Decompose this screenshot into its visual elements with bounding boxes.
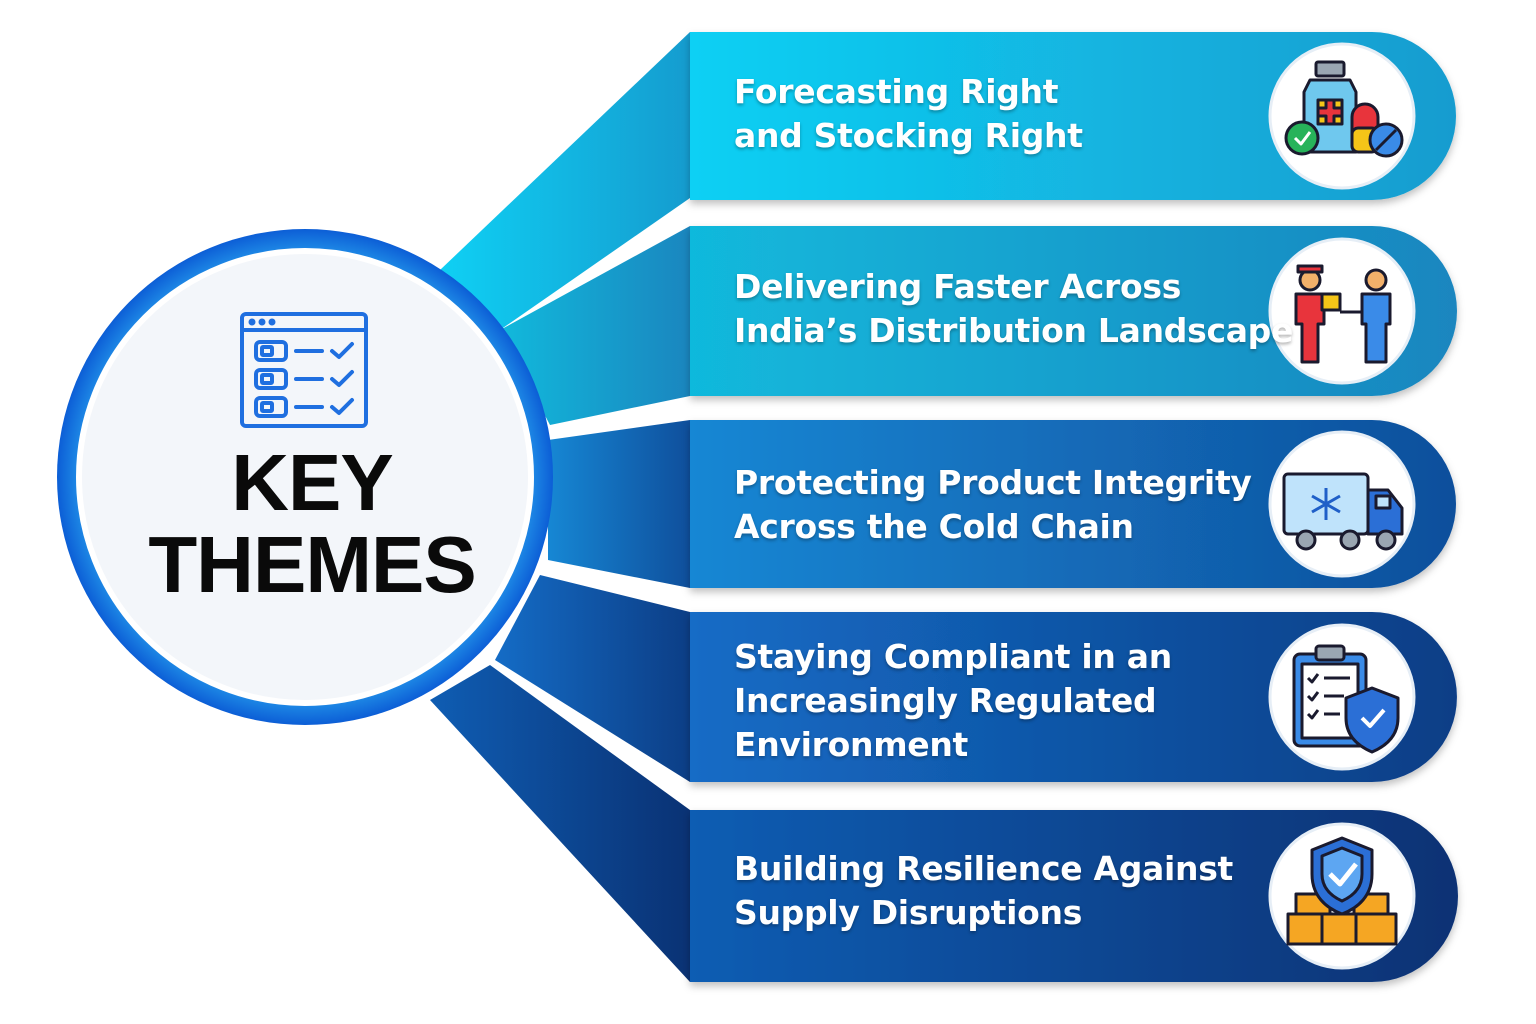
theme-5-line-1: Building Resilience Against (734, 849, 1234, 888)
theme-5-line-2: Supply Disruptions (734, 893, 1083, 932)
theme-label-compliant: Staying Compliant in an Increasingly Reg… (734, 635, 1254, 767)
theme-bar-3 (690, 420, 1456, 588)
theme-4-line-1: Staying Compliant in an (734, 637, 1172, 676)
theme-bar-1 (690, 32, 1456, 200)
hub-title-line-2: THEMES (148, 520, 476, 609)
compliance-clipboard-shield-icon (1292, 644, 1400, 754)
hub-circle (57, 229, 553, 725)
theme-label-delivering: Delivering Faster Across India’s Distrib… (734, 265, 1294, 353)
theme-3-line-1: Protecting Product Integrity (734, 463, 1252, 502)
theme-1-line-1: Forecasting Right (734, 72, 1059, 111)
delivery-handover-icon (1294, 264, 1392, 364)
theme-label-forecasting: Forecasting Right and Stocking Right (734, 70, 1254, 158)
connector-fans (430, 32, 690, 982)
theme-2-line-2: India’s Distribution Landscape (734, 311, 1294, 350)
shield-boxes-icon (1286, 836, 1398, 946)
theme-bar-2 (690, 226, 1457, 396)
medicine-stock-icon (1284, 60, 1404, 158)
hub-title-line-1: KEY (231, 438, 394, 527)
theme-bar-5 (690, 810, 1458, 982)
theme-label-resilience: Building Resilience Against Supply Disru… (734, 847, 1254, 935)
theme-1-line-2: and Stocking Right (734, 116, 1083, 155)
refrigerated-truck-icon (1282, 472, 1404, 551)
hub-title: KEY THEMES (112, 442, 512, 606)
theme-4-line-3: Environment (734, 725, 969, 764)
theme-4-line-2: Increasingly Regulated (734, 681, 1157, 720)
theme-3-line-2: Across the Cold Chain (734, 507, 1134, 546)
theme-bar-4 (690, 612, 1457, 782)
theme-2-line-1: Delivering Faster Across (734, 267, 1182, 306)
checklist-window-icon (240, 312, 368, 428)
theme-label-protecting: Protecting Product Integrity Across the … (734, 461, 1254, 549)
theme-bars (690, 32, 1458, 982)
